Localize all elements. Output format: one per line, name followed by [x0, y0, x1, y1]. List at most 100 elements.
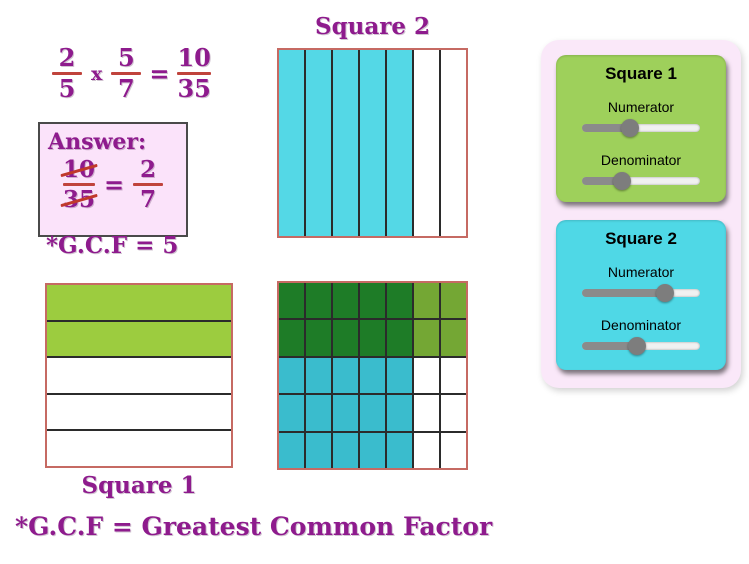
grid-cell	[414, 432, 439, 468]
simplified-fraction: 2 7	[133, 156, 164, 214]
simplified-denominator: 7	[140, 186, 157, 214]
answer-title: Answer:	[48, 129, 147, 155]
original-fraction: 10 35	[62, 156, 95, 214]
grid-cell	[333, 432, 358, 468]
slider-thumb[interactable]	[621, 119, 640, 137]
grid-cell	[333, 283, 358, 319]
equals-sign: =	[103, 170, 125, 200]
numerator-label: Numerator	[607, 264, 675, 280]
answer-box: Answer: 10 35 = 2 7	[38, 122, 188, 237]
grid-cell	[279, 320, 304, 356]
grid-cell	[333, 357, 358, 394]
slider-track[interactable]	[582, 177, 700, 185]
overlap-product-grid	[277, 281, 468, 470]
grid-cell	[306, 357, 331, 394]
grid-cell	[387, 283, 412, 319]
fraction-bar	[52, 72, 82, 76]
card-title: Square 1	[605, 64, 677, 83]
grid-cell	[333, 320, 358, 356]
fraction-2-denominator: 7	[117, 74, 135, 104]
card-title: Square 2	[605, 229, 677, 248]
grid-cell	[279, 357, 304, 394]
fraction-1-numerator: 2	[58, 43, 76, 72]
grid-cell	[306, 320, 331, 356]
square2-grid	[277, 48, 468, 238]
square2-denominator-slider[interactable]	[582, 337, 700, 355]
grid-cell	[47, 358, 231, 393]
fraction-2: 5 7	[111, 43, 142, 104]
grid-cell	[441, 357, 466, 394]
denominator-label: Denominator	[600, 317, 682, 333]
slider-fill	[582, 177, 623, 185]
slider-fill	[582, 124, 631, 132]
struck-numerator: 10	[62, 156, 95, 183]
grid-cell	[360, 395, 385, 431]
grid-cell	[360, 432, 385, 468]
grid-cell	[47, 285, 231, 320]
grid-cell	[279, 283, 304, 319]
grid-cell	[333, 395, 358, 431]
square1-label: Square 1	[81, 472, 197, 499]
grid-cell	[360, 320, 385, 356]
grid-cell	[441, 283, 466, 319]
grid-cell	[414, 283, 439, 319]
numerator-label: Numerator	[607, 99, 675, 115]
result-fraction: 10 35	[177, 45, 211, 104]
slider-thumb[interactable]	[628, 337, 647, 355]
square2-control-card: Square 2 Numerator Denominator	[556, 220, 726, 370]
grid-cell	[387, 432, 412, 468]
grid-cell	[441, 432, 466, 468]
control-panel: Square 1 Numerator Denominator Square 2 …	[541, 40, 741, 388]
multiply-operator: x	[91, 62, 103, 85]
gcf-value-note: *G.C.F = 5	[46, 232, 179, 259]
fraction-bar	[111, 72, 142, 76]
grid-cell	[387, 50, 412, 236]
fraction-bar	[177, 72, 211, 76]
square1-control-card: Square 1 Numerator Denominator	[556, 55, 726, 202]
square2-numerator-slider[interactable]	[582, 284, 700, 302]
denominator-label: Denominator	[600, 152, 682, 168]
grid-cell	[333, 50, 358, 236]
grid-cell	[387, 395, 412, 431]
slider-fill	[582, 342, 638, 350]
struck-denominator: 35	[62, 186, 95, 214]
grid-cell	[279, 50, 304, 236]
square1-denominator-slider[interactable]	[582, 172, 700, 190]
answer-equation: 10 35 = 2 7	[48, 158, 178, 212]
fraction-1: 2 5	[52, 43, 82, 104]
grid-cell	[279, 395, 304, 431]
grid-cell	[387, 320, 412, 356]
grid-cell	[47, 431, 231, 466]
grid-cell	[360, 283, 385, 319]
grid-cell	[306, 432, 331, 468]
grid-cell	[360, 357, 385, 394]
slider-thumb[interactable]	[613, 172, 632, 190]
result-denominator: 35	[177, 74, 211, 104]
grid-cell	[414, 320, 439, 356]
grid-cell	[441, 395, 466, 431]
fraction-bar	[62, 183, 95, 187]
grid-cell	[414, 50, 439, 236]
fraction-2-numerator: 5	[117, 43, 135, 72]
slider-thumb[interactable]	[655, 284, 674, 302]
grid-cell	[279, 432, 304, 468]
grid-cell	[414, 357, 439, 394]
square2-title: Square 2	[314, 13, 431, 40]
simplified-numerator: 2	[140, 156, 157, 183]
gcf-definition-note: *G.C.F = Greatest Common Factor	[15, 512, 493, 541]
grid-cell	[441, 320, 466, 356]
grid-cell	[47, 321, 231, 357]
slider-fill	[582, 289, 665, 297]
square1-grid	[45, 283, 233, 468]
grid-cell	[306, 395, 331, 431]
fraction-bar	[133, 183, 164, 187]
grid-cell	[306, 50, 331, 236]
equals-sign: =	[149, 59, 170, 89]
grid-cell	[306, 283, 331, 319]
fraction-1-denominator: 5	[58, 74, 76, 104]
slider-track[interactable]	[582, 124, 700, 132]
grid-cell	[360, 50, 385, 236]
fraction-equation: 2 5 x 5 7 = 10 35	[52, 43, 211, 104]
grid-cell	[441, 50, 466, 236]
square1-numerator-slider[interactable]	[582, 119, 700, 137]
